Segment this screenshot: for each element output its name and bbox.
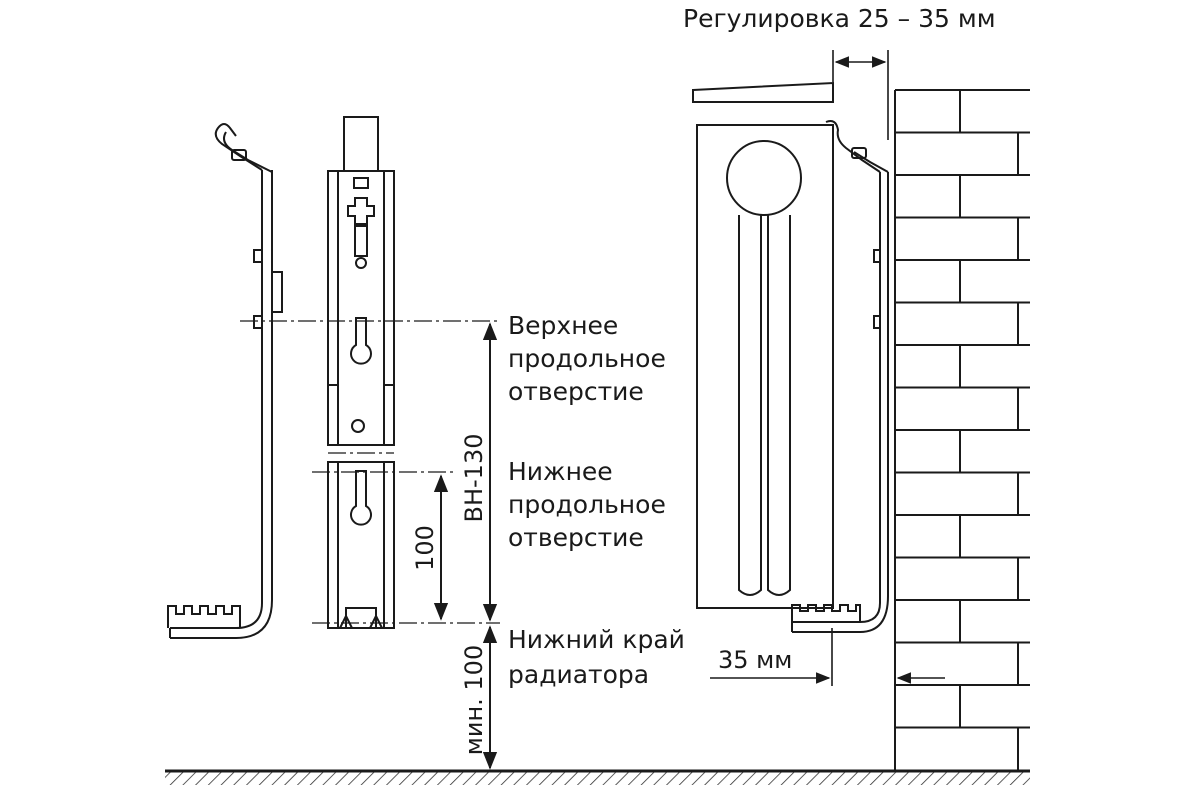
adjustment-label: Регулировка 25 – 35 мм [683, 4, 996, 33]
bh-dimension-label: BH-130 [460, 434, 488, 523]
ground [165, 769, 1030, 785]
side-bracket [167, 123, 283, 639]
bottom-edge-label: Нижний край радиатора [508, 625, 693, 689]
radiator-side [692, 81, 889, 633]
center-lines [240, 320, 500, 624]
upper-hole-label: Верхнее продольное отверстие [508, 311, 674, 406]
brick-wall [894, 89, 1030, 771]
wall-distance-label: 35 мм [718, 646, 792, 674]
distance-dimension [710, 628, 945, 686]
dimension-lines [433, 322, 498, 770]
lower-hole-label: Нижнее продольное отверстие [508, 457, 674, 552]
brick-rows [895, 89, 1030, 770]
min-floor-clearance-label: мин. 100 [460, 645, 488, 755]
adjustment-dimension [832, 50, 889, 140]
front-bracket [327, 116, 395, 629]
hole-spacing-label: 100 [411, 525, 439, 571]
